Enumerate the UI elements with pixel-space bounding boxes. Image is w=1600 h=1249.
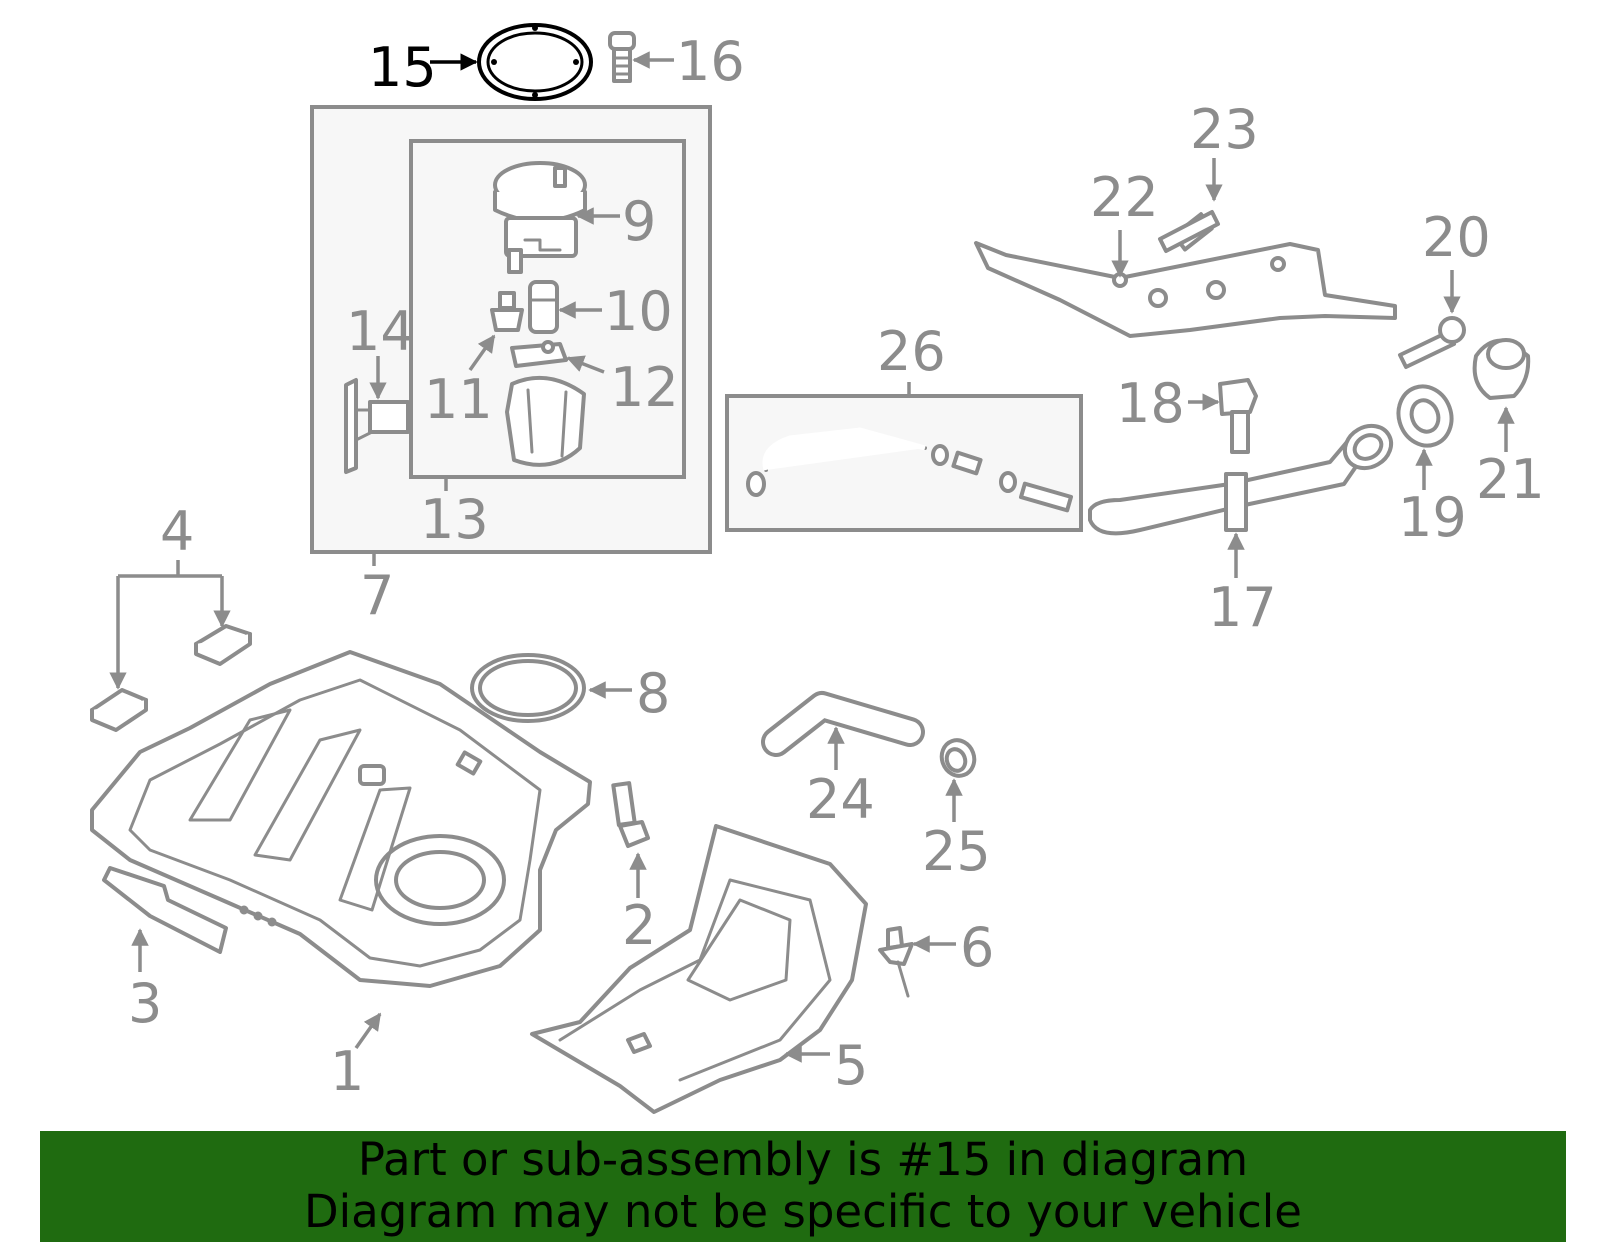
banner-line-2: Diagram may not be specific to your vehi… [304, 1185, 1302, 1238]
parts-diagram: 15 16 7 13 9 10 11 [90, 23, 1545, 1114]
callout-11[interactable]: 11 [424, 368, 493, 431]
part-14-fuel-level-sender[interactable] [344, 356, 410, 474]
part-26-vent-hose[interactable] [746, 427, 1073, 513]
part-25-clamp[interactable] [937, 736, 979, 822]
callout-15[interactable]: 15 [368, 36, 437, 99]
part-17-filler-pipe[interactable] [1088, 418, 1399, 578]
part-23-bolt[interactable] [1158, 158, 1223, 253]
part-16-bolt[interactable] [608, 31, 674, 83]
callout-10[interactable]: 10 [604, 280, 673, 343]
callout-3[interactable]: 3 [128, 972, 162, 1035]
callout-17[interactable]: 17 [1208, 576, 1277, 639]
callout-20[interactable]: 20 [1422, 206, 1491, 269]
callout-9[interactable]: 9 [622, 190, 656, 253]
part-3-pad[interactable] [102, 866, 228, 972]
callout-22[interactable]: 22 [1090, 166, 1159, 229]
part-10-fuel-pump[interactable] [528, 280, 602, 334]
part-19-gasket[interactable] [1390, 379, 1459, 490]
callout-6[interactable]: 6 [960, 916, 994, 979]
callout-8[interactable]: 8 [636, 662, 670, 725]
callout-23[interactable]: 23 [1190, 98, 1259, 161]
part-8-ring[interactable] [470, 653, 632, 723]
callout-21[interactable]: 21 [1476, 448, 1545, 511]
part-2-bolt[interactable] [611, 781, 650, 898]
callout-18[interactable]: 18 [1116, 372, 1185, 435]
callout-16[interactable]: 16 [676, 30, 745, 93]
part-20-bolt[interactable] [1398, 270, 1466, 369]
callout-24[interactable]: 24 [806, 768, 875, 831]
info-banner: Part or sub-assembly is #15 in diagram D… [40, 1131, 1566, 1242]
callout-12[interactable]: 12 [610, 356, 679, 419]
part-9-fuel-pump-module[interactable] [493, 161, 620, 274]
part-1-fuel-tank[interactable] [90, 650, 592, 1050]
callout-4[interactable]: 4 [160, 500, 194, 563]
callout-5[interactable]: 5 [834, 1034, 868, 1097]
part-11-pressure-regulator[interactable] [468, 291, 524, 372]
callout-7[interactable]: 7 [360, 564, 394, 627]
part-4-pads[interactable] [90, 560, 252, 732]
callout-1[interactable]: 1 [330, 1040, 364, 1103]
part-22-bracket[interactable] [974, 230, 1397, 338]
callout-26[interactable]: 26 [877, 320, 946, 383]
reservoir-cup [505, 376, 586, 467]
banner-line-1: Part or sub-assembly is #15 in diagram [357, 1133, 1249, 1186]
part-12-filter[interactable] [510, 340, 605, 374]
part-5-heat-shield[interactable] [530, 824, 868, 1114]
part-21-fuel-cap[interactable] [1472, 338, 1531, 452]
part-24-hose[interactable] [761, 691, 925, 770]
callout-14[interactable]: 14 [346, 300, 415, 363]
callout-2[interactable]: 2 [622, 894, 656, 957]
part-6-clip[interactable] [878, 926, 956, 998]
callout-25[interactable]: 25 [922, 820, 991, 883]
part-15-gasket[interactable] [430, 23, 593, 101]
callout-13[interactable]: 13 [420, 488, 489, 551]
part-18-bolt[interactable] [1188, 378, 1258, 454]
callout-19[interactable]: 19 [1398, 486, 1467, 549]
